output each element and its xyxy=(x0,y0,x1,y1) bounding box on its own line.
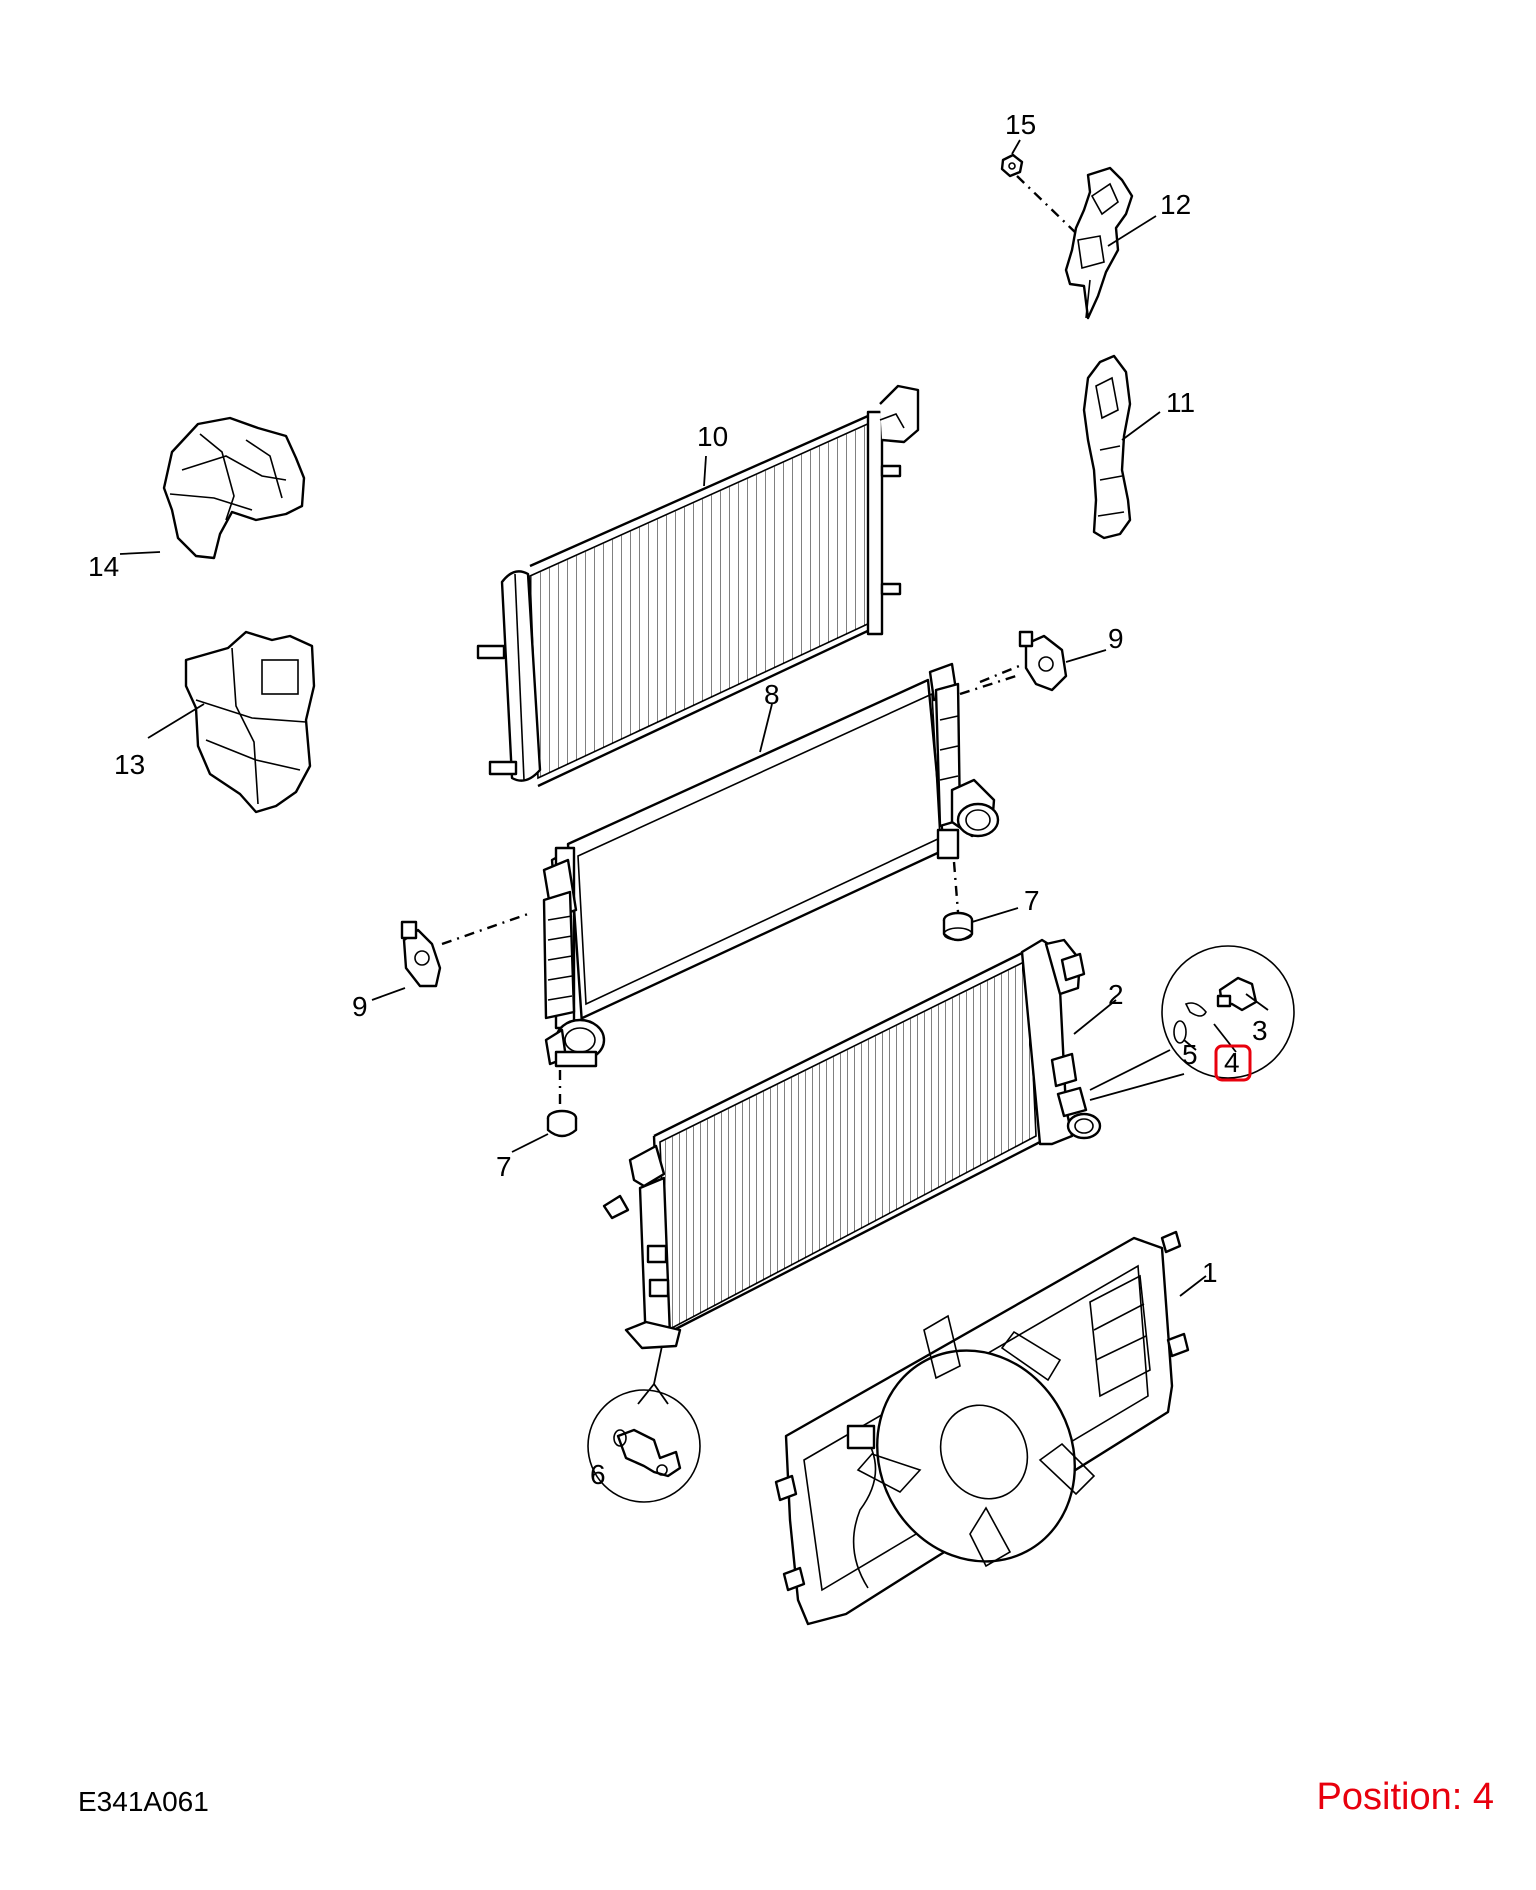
callout-4[interactable]: 4 xyxy=(1224,1047,1240,1078)
callout-9-right[interactable]: 9 xyxy=(1108,623,1124,654)
callout-7-upper[interactable]: 7 xyxy=(1024,885,1040,916)
callout-8[interactable]: 8 xyxy=(764,679,780,710)
callout-1[interactable]: 1 xyxy=(1202,1257,1218,1288)
position-value: 4 xyxy=(1472,1776,1494,1818)
callout-14[interactable]: 14 xyxy=(88,551,119,582)
position-label: Position: 4 xyxy=(1317,1776,1494,1819)
callout-12[interactable]: 12 xyxy=(1160,189,1191,220)
callout-7-lower[interactable]: 7 xyxy=(496,1151,512,1182)
part-2-radiator[interactable] xyxy=(602,938,1102,1405)
part-9-mount-bracket-left[interactable] xyxy=(400,912,529,988)
part-12-bracket[interactable] xyxy=(1064,166,1134,320)
callout-11[interactable]: 11 xyxy=(1166,387,1195,418)
diagram-code: E341A061 xyxy=(78,1786,209,1817)
part-7-rubber-mount-lower[interactable] xyxy=(546,1070,578,1138)
part-10-condenser[interactable] xyxy=(476,384,920,788)
part-13-air-guide[interactable] xyxy=(184,630,316,814)
position-highlight-box xyxy=(1214,1044,1252,1082)
callout-10[interactable]: 10 xyxy=(697,421,728,452)
part-1-fan-shroud[interactable] xyxy=(774,1230,1190,1626)
callout-15[interactable]: 15 xyxy=(1005,109,1036,140)
callout-9-left[interactable]: 9 xyxy=(352,991,368,1022)
callout-2[interactable]: 2 xyxy=(1108,979,1124,1010)
part-14-air-guide[interactable] xyxy=(162,416,306,560)
part-8-charge-air-cooler[interactable] xyxy=(542,662,1017,1068)
part-3-4-5-sensor-detail[interactable] xyxy=(1089,945,1295,1101)
part-6-sensor-detail[interactable] xyxy=(587,1389,701,1503)
leader-lines xyxy=(119,139,1269,1297)
part-11-deflector[interactable] xyxy=(1082,354,1132,540)
position-prefix: Position: xyxy=(1316,1776,1463,1818)
callout-5[interactable]: 5 xyxy=(1182,1039,1198,1070)
callout-6[interactable]: 6 xyxy=(590,1459,606,1490)
part-7-rubber-mount-upper[interactable] xyxy=(942,861,974,942)
callout-13[interactable]: 13 xyxy=(114,749,145,780)
callout-3[interactable]: 3 xyxy=(1252,1015,1268,1046)
part-15-nut[interactable] xyxy=(1000,153,1079,236)
part-9-mount-bracket-right[interactable] xyxy=(979,630,1068,692)
callout-labels: 15 12 11 10 14 13 9 8 7 2 3 5 4 9 7 1 6 xyxy=(88,109,1268,1490)
